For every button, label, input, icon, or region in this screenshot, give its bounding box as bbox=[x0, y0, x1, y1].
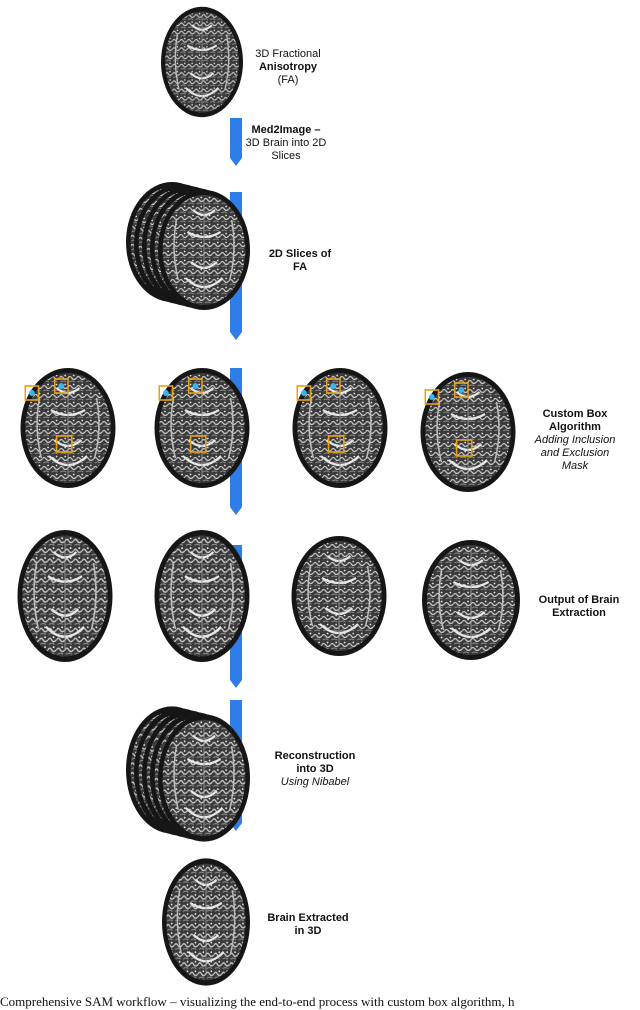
label-slices: 2D Slices of FA bbox=[250, 248, 350, 274]
label-reconstruction-italic: Using Nibabel bbox=[260, 776, 370, 789]
custom-box-slice-3 bbox=[293, 368, 388, 488]
custom-box-slices bbox=[20, 368, 515, 492]
label-reconstruction-line1: Reconstruction bbox=[260, 750, 370, 763]
custom-box-slice-1 bbox=[20, 368, 115, 488]
output-slice-3 bbox=[292, 536, 387, 656]
label-custom-box-italic1: Adding Inclusion bbox=[524, 434, 626, 447]
label-custom-box-italic3: Mask bbox=[524, 460, 626, 473]
label-slices-line2: FA bbox=[250, 261, 350, 274]
label-reconstruction: Reconstruction into 3D Using Nibabel bbox=[260, 750, 370, 789]
label-output: Output of Brain Extraction bbox=[527, 594, 631, 620]
output-slice-1 bbox=[17, 530, 112, 662]
output-slices bbox=[17, 530, 520, 662]
label-med2image-line2: 3D Brain into 2D bbox=[236, 137, 336, 150]
label-fa-line2: Anisotropy bbox=[238, 61, 338, 74]
label-fa-line1: 3D Fractional bbox=[238, 48, 338, 61]
custom-box-slice-2 bbox=[155, 368, 250, 488]
label-med2image: Med2Image – 3D Brain into 2D Slices bbox=[236, 124, 336, 163]
label-med2image-title: Med2Image – bbox=[236, 124, 336, 137]
label-med2image-line3: Slices bbox=[236, 150, 336, 163]
label-reconstruction-line2: into 3D bbox=[260, 763, 370, 776]
label-fa-sub: (FA) bbox=[238, 74, 338, 87]
custom-box-slice-4 bbox=[421, 372, 516, 492]
fa-3d-brain-image bbox=[161, 7, 243, 117]
label-slices-line1: 2D Slices of bbox=[250, 248, 350, 261]
output-slice-2 bbox=[155, 530, 250, 662]
label-extracted: Brain Extracted in 3D bbox=[258, 912, 358, 938]
label-custom-box: Custom Box Algorithm Adding Inclusion an… bbox=[524, 408, 626, 473]
label-extracted-line1: Brain Extracted bbox=[258, 912, 358, 925]
label-custom-box-italic2: and Exclusion bbox=[524, 447, 626, 460]
label-custom-box-line1: Custom Box bbox=[524, 408, 626, 421]
label-output-line2: Extraction bbox=[527, 607, 631, 620]
brain-extracted-3d-image bbox=[162, 858, 250, 985]
output-slice-4 bbox=[422, 540, 520, 660]
label-custom-box-line2: Algorithm bbox=[524, 421, 626, 434]
label-fa: 3D Fractional Anisotropy (FA) bbox=[238, 48, 338, 87]
label-output-line1: Output of Brain bbox=[527, 594, 631, 607]
label-extracted-line2: in 3D bbox=[258, 925, 358, 938]
